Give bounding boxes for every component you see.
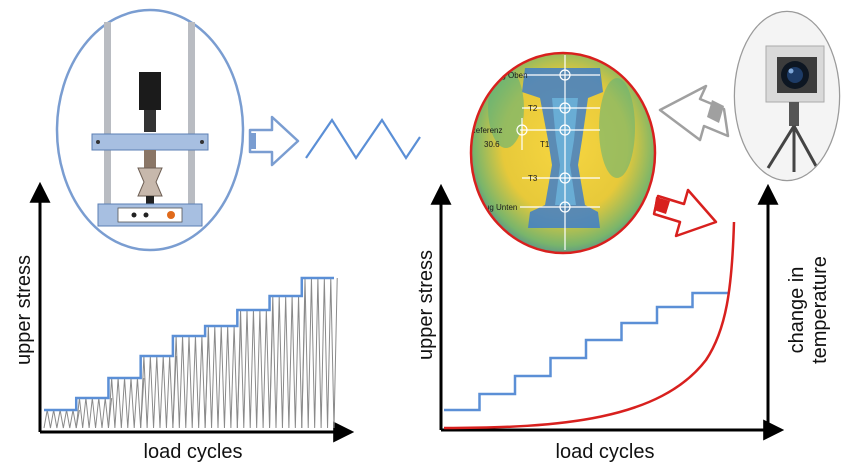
right-y-axis-label-left: upper stress	[415, 250, 437, 360]
stress-step-line	[44, 276, 334, 412]
oscillation-segment	[269, 295, 306, 429]
temperature-curve	[443, 221, 736, 430]
oscillation-segment	[75, 397, 113, 429]
oscillation-segment	[204, 325, 242, 429]
stress-step-line-right	[444, 291, 728, 412]
right-y-axis-label-right-2: temperature	[809, 256, 831, 364]
therm-label-bottom: Zug Unten	[480, 203, 517, 212]
oscillation-segment	[107, 377, 145, 429]
left-y-axis-label: upper stress	[13, 255, 35, 365]
right-x-axis-label: load cycles	[556, 441, 655, 463]
therm-label-t1: T1	[540, 140, 550, 149]
thermal-camera-icon	[733, 10, 841, 182]
hollow-arrow-right-icon	[248, 115, 300, 167]
thermal-image-icon: Zug Oben T2 Referenz 30.6 T1 T3 Zug Unte…	[469, 51, 657, 255]
triangle-wave-icon	[305, 117, 421, 161]
oscillation-segment	[301, 277, 338, 429]
testing-machine-icon	[55, 8, 245, 252]
oscillation-segment	[172, 335, 209, 429]
hollow-arrow-left-icon	[658, 84, 730, 142]
therm-label-top: Zug Oben	[492, 71, 528, 80]
left-chart: upper stress load cycles	[13, 181, 355, 463]
therm-label-left-value: 30.6	[484, 140, 500, 149]
left-x-axis-label: load cycles	[144, 441, 243, 463]
right-chart: upper stress change in temperature load …	[415, 183, 831, 463]
hollow-arrow-red-icon	[652, 188, 718, 238]
oscillation-segment	[236, 309, 274, 429]
therm-label-t3: T3	[528, 174, 538, 183]
therm-label-t2: T2	[528, 104, 538, 113]
oscillation-segment	[43, 409, 80, 429]
oscillation-segment	[140, 355, 177, 429]
therm-label-left: Referenz	[470, 126, 502, 135]
oscillation-signal	[43, 277, 338, 429]
right-y-axis-label-right-1: change in	[786, 267, 808, 354]
